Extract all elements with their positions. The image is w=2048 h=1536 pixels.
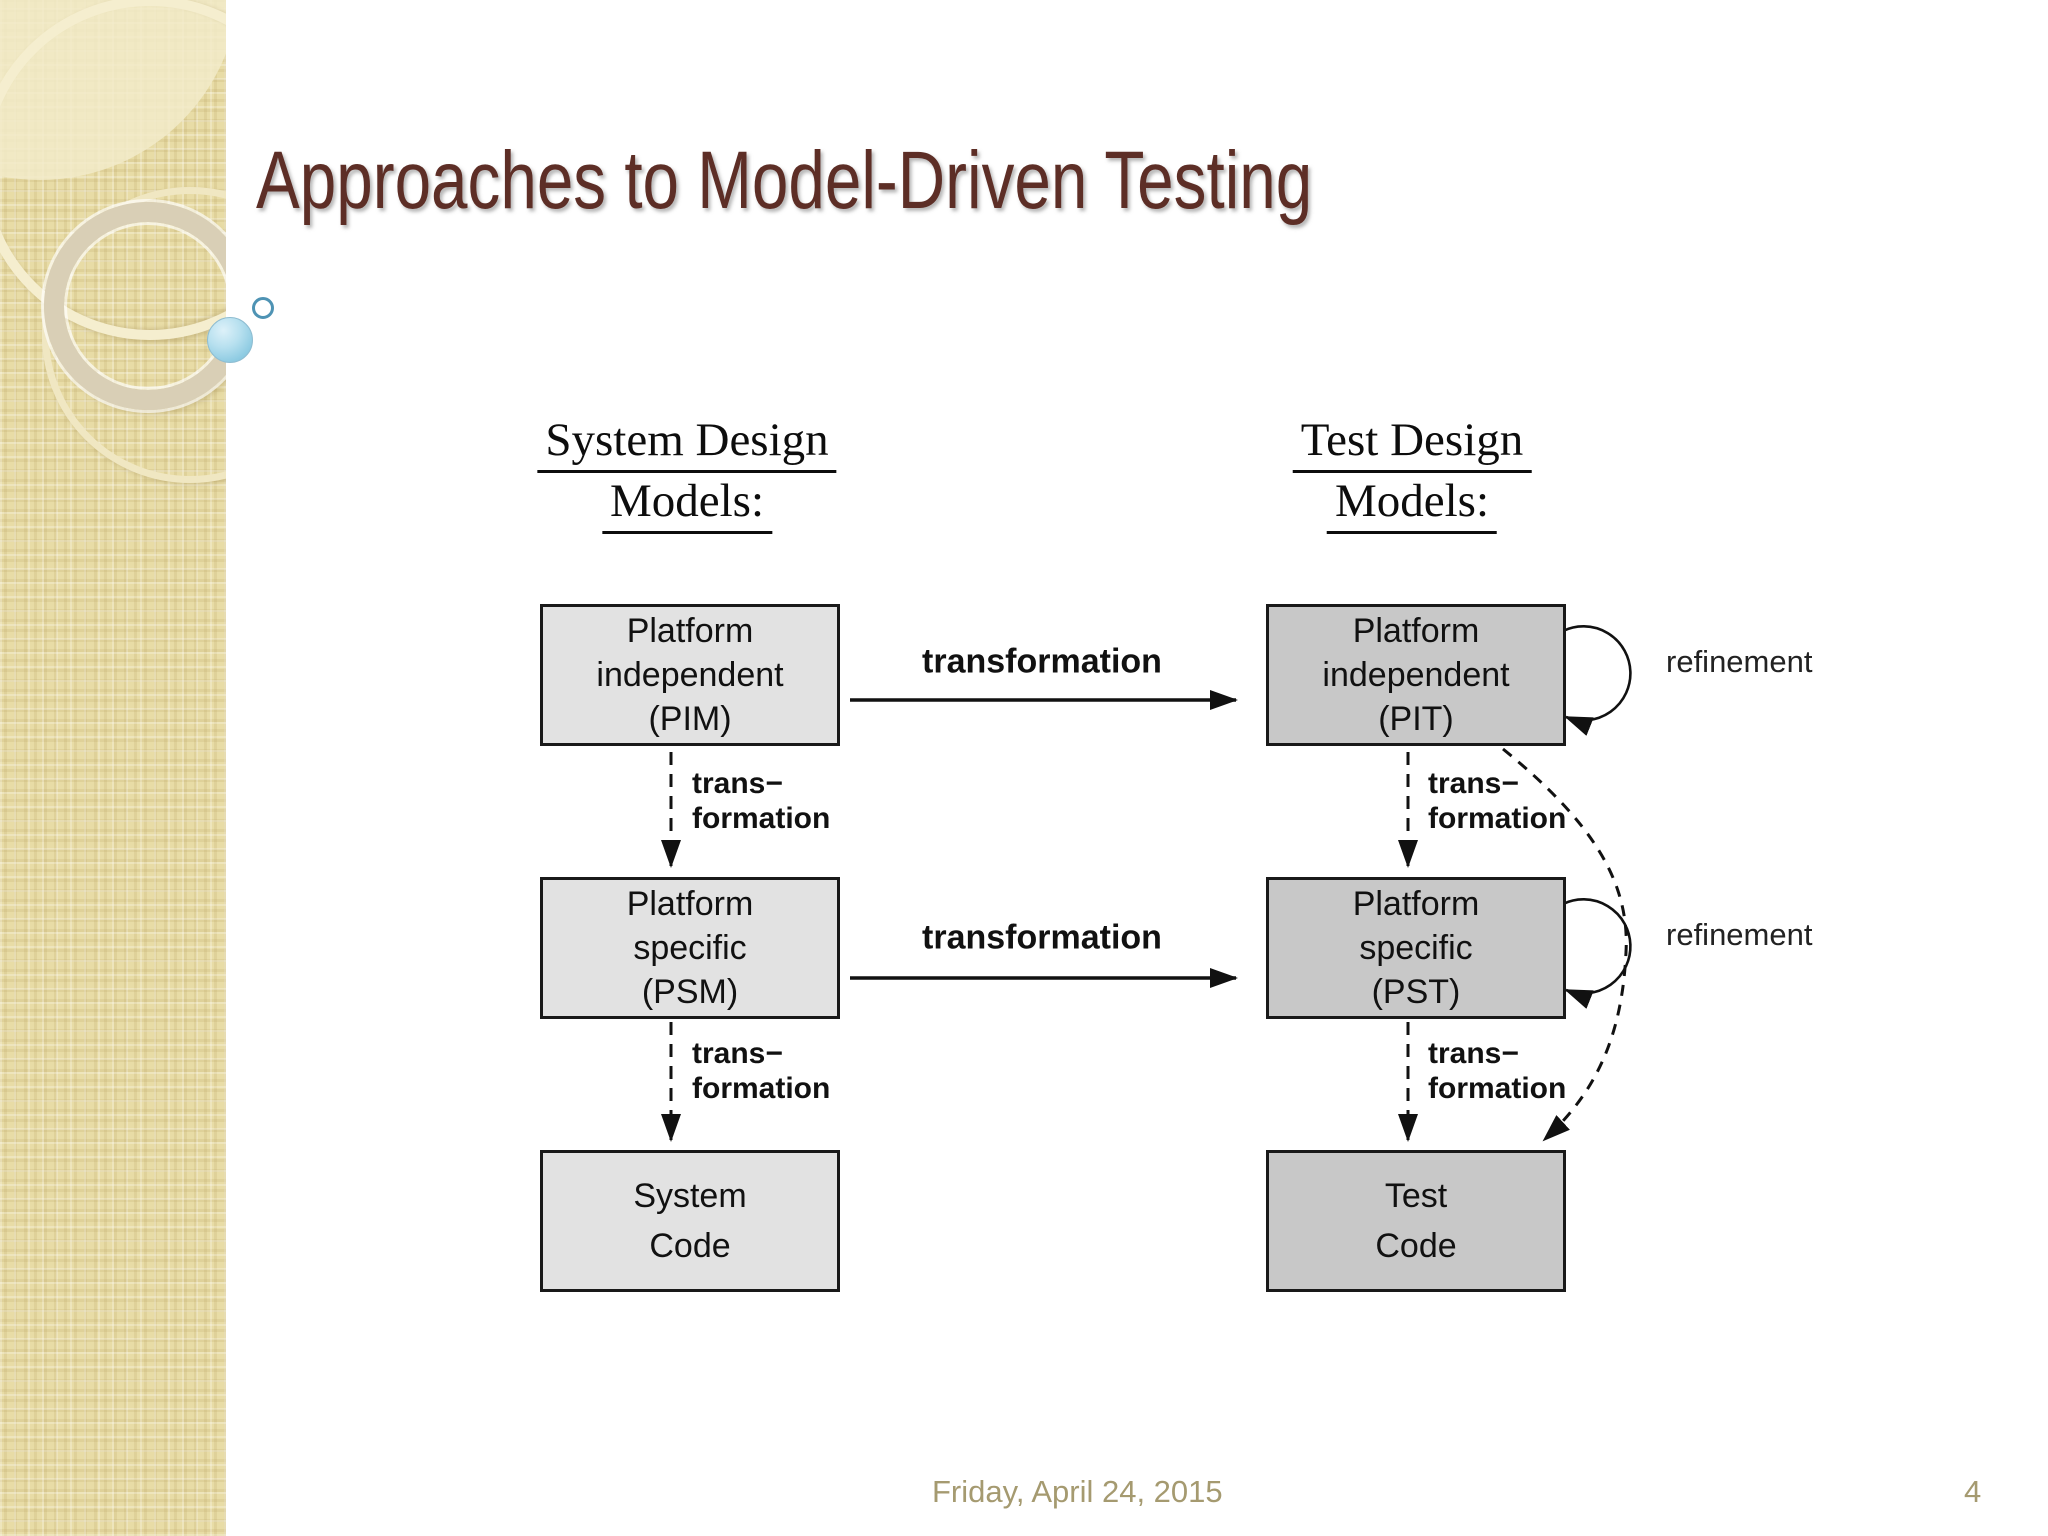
- trans-label-left-1: trans− formation: [692, 766, 830, 836]
- box-line: System: [633, 1177, 747, 1215]
- box-line: Test: [1384, 1177, 1448, 1215]
- box-line: (PIT): [1378, 700, 1454, 738]
- transformation-label-row2: transformation: [922, 918, 1162, 957]
- box-test-code: Test Code: [1266, 1150, 1566, 1292]
- transformation-label-row1: transformation: [922, 642, 1162, 681]
- trans-label-line: formation: [1428, 1072, 1567, 1105]
- slide-title: Approaches to Model-Driven Testing: [256, 135, 1313, 226]
- footer-date: Friday, April 24, 2015: [932, 1474, 1223, 1509]
- trans-label-line: formation: [1428, 802, 1567, 835]
- box-line: Code: [1375, 1227, 1457, 1265]
- box-line: (PIM): [648, 700, 732, 738]
- column-header-system-design: System Design Models:: [537, 412, 837, 534]
- box-line: (PST): [1371, 973, 1461, 1011]
- trans-label-line: trans−: [1428, 767, 1519, 800]
- header-line: Test Design: [1292, 412, 1532, 473]
- trans-label-line: formation: [692, 1072, 831, 1105]
- blue-ball-decoration: [207, 317, 253, 363]
- trans-label-line: trans−: [692, 767, 783, 800]
- refinement-loop-row1: [1562, 625, 1632, 736]
- box-line: Platform: [1352, 612, 1480, 650]
- box-line: Platform: [626, 885, 754, 923]
- trans-label-line: trans−: [1428, 1037, 1519, 1070]
- box-line: specific: [633, 929, 747, 967]
- header-line: System Design: [537, 412, 837, 473]
- refinement-label-row2: refinement: [1666, 917, 1813, 952]
- box-system-code: System Code: [540, 1150, 840, 1292]
- box-line: specific: [1359, 929, 1473, 967]
- box-pit: Platform independent (PIT): [1266, 604, 1566, 746]
- trans-label-right-1: trans− formation: [1428, 766, 1566, 836]
- sidebar-decoration: [0, 0, 226, 1536]
- column-header-test-design: Test Design Models:: [1292, 412, 1532, 534]
- header-line: Models:: [601, 473, 773, 534]
- box-line: independent: [1322, 656, 1510, 694]
- trans-label-line: trans−: [692, 1037, 783, 1070]
- trans-label-line: formation: [692, 802, 831, 835]
- trans-label-right-2: trans− formation: [1428, 1036, 1566, 1106]
- box-pst: Platform specific (PST): [1266, 877, 1566, 1019]
- box-pim: Platform independent (PIM): [540, 604, 840, 746]
- header-line: Models:: [1326, 473, 1498, 534]
- box-line: Platform: [626, 612, 754, 650]
- box-line: (PSM): [641, 973, 739, 1011]
- blue-ring-decoration: [252, 297, 274, 319]
- box-line: independent: [596, 656, 784, 694]
- page-number: 4: [1964, 1474, 1982, 1509]
- refinement-label-row1: refinement: [1666, 644, 1813, 679]
- trans-label-left-2: trans− formation: [692, 1036, 830, 1106]
- box-line: Platform: [1352, 885, 1480, 923]
- box-psm: Platform specific (PSM): [540, 877, 840, 1019]
- refinement-loop-row2: [1562, 898, 1632, 1009]
- box-line: Code: [649, 1227, 731, 1265]
